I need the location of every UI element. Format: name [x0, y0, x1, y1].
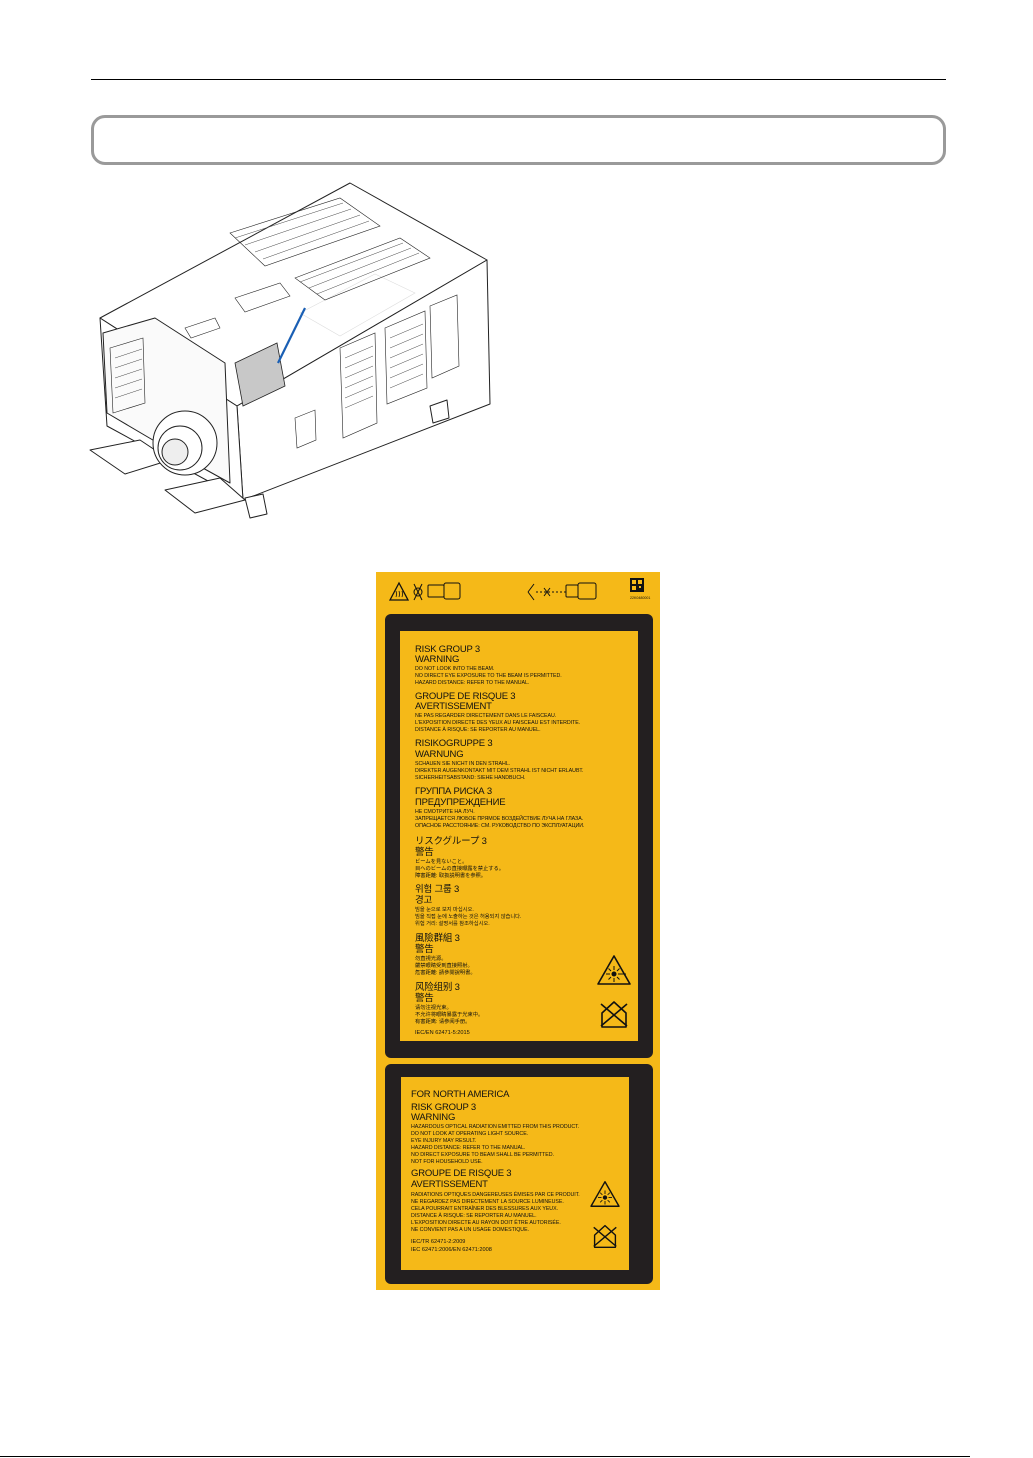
na-risk-group-en: RISK GROUP 3 [411, 1102, 476, 1113]
warning-line-ru-1: НЕ СМОТРИТЕ НА ЛУЧ. [415, 809, 475, 815]
warning-line-ru-3: ОПАСНОЕ РАССТОЯНИЕ: СМ. РУКОВОДСТВО ПО Э… [415, 823, 585, 829]
na-standard-1: IEC/TR 62471-2:2009 [411, 1239, 466, 1245]
na-line-en-6: NOT FOR HOUSEHOLD USE. [411, 1159, 483, 1165]
warning-line-zh-cn-3: 有害距离: 请参阅手册。 [415, 1019, 471, 1025]
main-warning-panel: RISK GROUP 3 WARNING DO NOT LOOK INTO TH… [385, 614, 653, 1058]
risk-group-ko: 위험 그룹 3 [415, 884, 460, 895]
na-standard-2: IEC 62471:2006/EN 62471:2008 [411, 1247, 492, 1253]
warning-line-ko-2: 빔을 직접 눈에 노출하는 것은 허용되지 않습니다. [415, 914, 522, 920]
header-rule [91, 79, 946, 80]
main-warning-panel-inner: RISK GROUP 3 WARNING DO NOT LOOK INTO TH… [400, 631, 638, 1041]
warning-line-de-2: DIREKTER AUGENKONTAKT MIT DEM STRAHL IST… [415, 768, 584, 774]
risk-group-zh-tw: 風險群組 3 [415, 933, 460, 944]
hot-surface-warning-icon [388, 581, 410, 601]
warning-line-ko-3: 위험 거리: 설명서를 참조하십시오. [415, 921, 490, 927]
not-for-household-use-icon [600, 1001, 628, 1028]
warning-line-ja-3: 障害距離: 取扱説明書を参照。 [415, 873, 487, 879]
na-line-en-3: EYE INJURY MAY RESULT. [411, 1138, 477, 1144]
risk-group-de: RISIKOGRUPPE 3 [415, 738, 493, 749]
na-warning-fr: AVERTISSEMENT [411, 1179, 488, 1190]
warning-line-fr-1: NE PAS REGARDER DIRECTEMENT DANS LE FAIS… [415, 713, 557, 719]
warning-fr: AVERTISSEMENT [415, 701, 492, 712]
label-symbol-row: 22K0480001 [388, 578, 650, 601]
na-line-en-4: HAZARD DISTANCE: REFER TO THE MANUAL. [411, 1145, 526, 1151]
warning-line-ja-2: 目へのビームの直接曝露を禁止する。 [415, 866, 505, 872]
warning-line-ko-1: 빔을 눈으로 보지 마십시오. [415, 907, 474, 913]
risk-group-fr: GROUPE DE RISQUE 3 [415, 691, 516, 702]
warning-line-en-1: DO NOT LOOK INTO THE BEAM. [415, 666, 495, 672]
warning-line-fr-3: DISTANCE À RISQUE: SE REPORTER AU MANUEL… [415, 727, 541, 733]
warning-ja: 警告 [415, 847, 434, 858]
warning-line-zh-cn-2: 不允许将眼睛暴露于光束中。 [415, 1012, 484, 1018]
na-line-fr-1: RADIATIONS OPTIQUES DANGEREUSES ÉMISES P… [411, 1192, 580, 1198]
qr-code-caption: 22K0480001 [630, 596, 650, 600]
north-america-warning-panel: FOR NORTH AMERICA RISK GROUP 3 WARNING H… [385, 1064, 653, 1284]
warning-line-ru-2: ЗАПРЕЩАЕТСЯ ЛЮБОЕ ПРЯМОЕ ВОЗДЕЙСТВИЕ ЛУЧ… [415, 816, 584, 822]
na-line-fr-2: NE REGARDEZ PAS DIRECTEMENT LA SOURCE LU… [411, 1199, 564, 1205]
warning-ru: ПРЕДУПРЕЖДЕНИЕ [415, 797, 506, 808]
warning-line-zh-cn-1: 请勿注视光束。 [415, 1005, 452, 1011]
laser-warning-label: 22K0480001 RISK GROUP 3 WARNING DO NOT L… [376, 572, 660, 1290]
warning-line-de-3: SICHERHEITSABSTAND: SIEHE HANDBUCH. [415, 775, 526, 781]
region-heading: FOR NORTH AMERICA [411, 1089, 510, 1100]
warning-ko: 경고 [415, 895, 433, 906]
na-line-en-1: HAZARDOUS OPTICAL RADIATION EMITTED FROM… [411, 1124, 580, 1130]
warning-line-de-1: SCHAUEN SIE NICHT IN DEN STRAHL. [415, 761, 511, 767]
north-america-warning-panel-inner: FOR NORTH AMERICA RISK GROUP 3 WARNING H… [401, 1077, 629, 1270]
warning-line-ja-1: ビームを見ないこと。 [415, 859, 468, 865]
warning-en: WARNING [415, 654, 460, 665]
na-line-fr-4: DISTANCE À RISQUE: SE REPORTER AU MANUEL… [411, 1213, 537, 1219]
warning-line-zh-tw-2: 嚴禁眼睛受到直接照射。 [415, 963, 473, 969]
na-warning-en: WARNING [411, 1112, 456, 1123]
risk-group-en: RISK GROUP 3 [415, 644, 480, 655]
warning-line-en-2: NO DIRECT EYE EXPOSURE TO THE BEAM IS PE… [415, 673, 562, 679]
laser-radiation-warning-icon [597, 955, 631, 985]
na-risk-group-fr: GROUPE DE RISQUE 3 [411, 1168, 512, 1179]
warning-line-en-3: HAZARD DISTANCE: REFER TO THE MANUAL. [415, 680, 530, 686]
na-line-fr-3: CELA POURRAIT ENTRAÎNER DES BLESSURES AU… [411, 1206, 558, 1212]
projector-illustration [89, 182, 491, 519]
standard-iec-en: IEC/EN 62471-5:2015 [415, 1030, 470, 1036]
na-line-fr-6: NE CONVIENT PAS A UN USAGE DOMESTIQUE. [411, 1227, 529, 1233]
footer-rule [0, 1456, 970, 1457]
risk-group-zh-cn: 风险组别 3 [415, 982, 460, 993]
warning-zh-tw: 警告 [415, 944, 434, 955]
warning-zh-cn: 警告 [415, 993, 434, 1004]
na-not-for-household-use-icon [593, 1224, 617, 1248]
risk-group-ja: リスクグループ 3 [415, 836, 487, 847]
na-line-fr-5: L'EXPOSITION DIRECTE AU RAYON DOIT ÊTRE … [411, 1220, 561, 1226]
warning-line-zh-tw-3: 危害距離: 請參閱說明書。 [415, 970, 476, 976]
na-line-en-2: DO NOT LOOK AT OPERATING LIGHT SOURCE. [411, 1131, 529, 1137]
na-line-en-5: NO DIRECT EXPOSURE TO BEAM SHALL BE PERM… [411, 1152, 554, 1158]
qr-code-icon [630, 578, 644, 592]
no-look-into-lens-icon [413, 582, 461, 601]
warning-de: WARNUNG [415, 749, 464, 760]
warning-line-fr-2: L'EXPOSITION DIRECTE DES YEUX AU FAISCEA… [415, 720, 581, 726]
section-title-box [91, 115, 946, 165]
no-gaze-beam-icon [527, 582, 597, 601]
warning-line-zh-tw-1: 勿直視光源。 [415, 956, 447, 962]
na-laser-radiation-warning-icon [590, 1181, 620, 1207]
risk-group-ru: ГРУППА РИСКА 3 [415, 786, 492, 797]
